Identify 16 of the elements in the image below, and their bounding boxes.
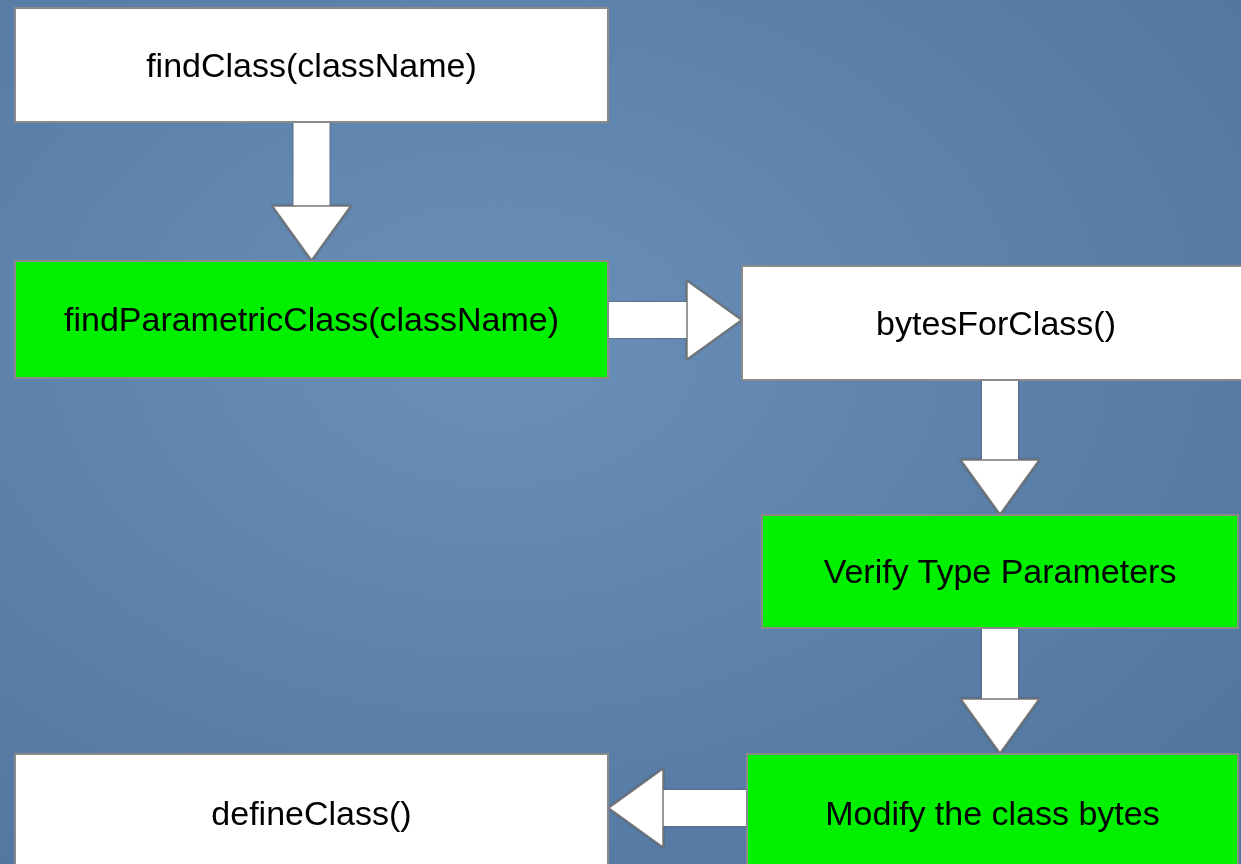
process-box (741, 265, 1241, 381)
block-arrow (608, 768, 746, 848)
process-box (14, 753, 609, 864)
box-label: defineClass() (211, 793, 412, 833)
box-label: Verify Type Parameters (823, 552, 1177, 591)
block-arrow (609, 280, 742, 360)
box-label: findParametricClass(className) (64, 300, 559, 339)
box-label: findClass(className) (146, 45, 477, 85)
block-arrow (960, 381, 1040, 515)
box-label: bytesForClass() (876, 303, 1116, 343)
process-box (14, 260, 609, 379)
process-box (746, 753, 1239, 864)
box-label: Modify the class bytes (825, 793, 1160, 833)
process-box (14, 7, 609, 123)
block-arrow (271, 123, 352, 261)
process-box (761, 514, 1239, 629)
